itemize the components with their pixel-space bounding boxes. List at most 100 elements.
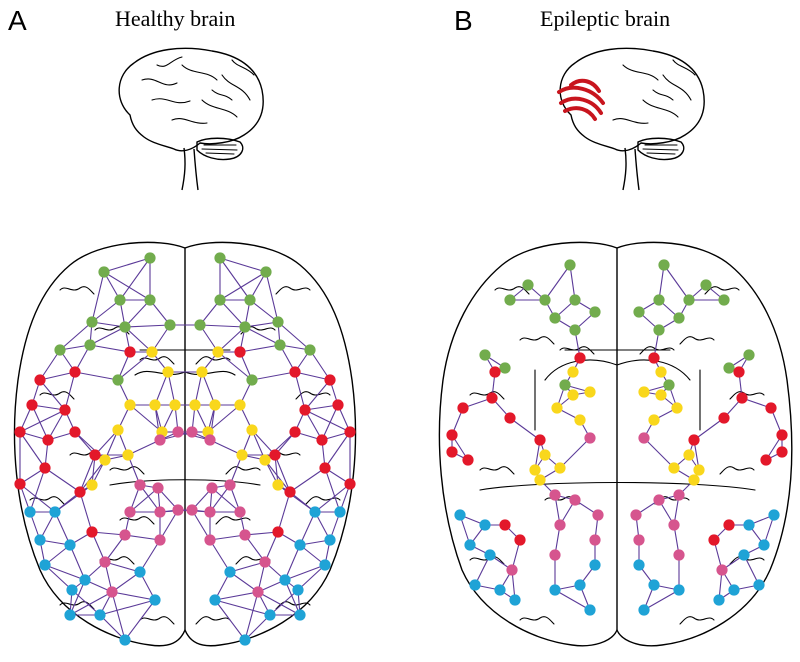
epileptic-node bbox=[514, 534, 526, 546]
healthy-edge bbox=[124, 534, 161, 541]
healthy-node bbox=[279, 574, 291, 586]
healthy-edge bbox=[124, 326, 153, 353]
healthy-node bbox=[154, 434, 166, 446]
healthy-edge bbox=[249, 299, 279, 323]
healthy-edge bbox=[103, 271, 151, 301]
healthy-sulcus bbox=[59, 601, 95, 610]
healthy-node bbox=[272, 479, 284, 491]
healthy-edge bbox=[251, 371, 296, 381]
healthy-edge bbox=[304, 409, 323, 441]
healthy-edge bbox=[124, 299, 151, 328]
healthy-node bbox=[239, 634, 251, 646]
healthy-node bbox=[264, 609, 276, 621]
healthy-edge bbox=[217, 351, 253, 381]
healthy-edge bbox=[19, 483, 56, 513]
epileptic-node bbox=[668, 519, 680, 531]
epileptic-edge bbox=[643, 437, 675, 469]
healthy-node bbox=[209, 594, 221, 606]
epileptic-node bbox=[673, 489, 685, 501]
healthy-node bbox=[124, 399, 136, 411]
healthy-sulcus bbox=[275, 601, 311, 610]
panel-a-title: Healthy brain bbox=[115, 6, 235, 31]
healthy-edge bbox=[304, 409, 351, 433]
healthy-edge bbox=[299, 511, 316, 546]
healthy-edge bbox=[129, 404, 163, 433]
healthy-edge bbox=[89, 344, 131, 353]
healthy-edge bbox=[229, 571, 259, 593]
healthy-edge bbox=[219, 257, 251, 301]
healthy-node bbox=[99, 556, 111, 568]
epileptic-node bbox=[683, 294, 695, 306]
healthy-edge bbox=[304, 379, 331, 411]
healthy-sulcus bbox=[195, 616, 231, 625]
healthy-edge bbox=[139, 484, 161, 513]
network-nodes bbox=[14, 252, 788, 646]
epileptic-sulcus bbox=[679, 336, 715, 345]
epileptic-node bbox=[760, 454, 772, 466]
epileptic-edge bbox=[643, 589, 680, 611]
healthy-node bbox=[154, 506, 166, 518]
panel-b-title: Epileptic brain bbox=[540, 6, 670, 31]
healthy-edge bbox=[191, 509, 211, 541]
epileptic-node bbox=[776, 446, 788, 458]
healthy-node bbox=[324, 374, 336, 386]
epileptic-node bbox=[534, 474, 546, 486]
healthy-edge bbox=[324, 431, 351, 469]
epileptic-node bbox=[554, 519, 566, 531]
healthy-node bbox=[86, 316, 98, 328]
healthy-edge bbox=[139, 539, 161, 573]
epileptic-sulcus bbox=[519, 336, 555, 345]
epileptic-node bbox=[708, 534, 720, 546]
healthy-node bbox=[316, 434, 328, 446]
healthy-edge bbox=[194, 371, 203, 406]
healthy-node bbox=[319, 559, 331, 571]
epileptic-sulcus bbox=[479, 466, 515, 475]
healthy-edge bbox=[209, 484, 231, 513]
healthy-node bbox=[214, 294, 226, 306]
healthy-node bbox=[294, 539, 306, 551]
healthy-node bbox=[214, 252, 226, 264]
epileptic-node bbox=[584, 432, 596, 444]
healthy-node bbox=[224, 479, 236, 491]
healthy-edge bbox=[297, 564, 326, 591]
healthy-edge bbox=[59, 321, 93, 351]
healthy-edge bbox=[294, 371, 306, 411]
epileptic-node bbox=[688, 474, 700, 486]
healthy-edge bbox=[314, 483, 351, 513]
epileptic-node bbox=[589, 306, 601, 318]
healthy-node bbox=[84, 339, 96, 351]
healthy-edge bbox=[211, 487, 241, 513]
healthy-sulcus bbox=[225, 466, 261, 475]
network-edges bbox=[19, 257, 783, 641]
epileptic-node bbox=[668, 462, 680, 474]
epileptic-node bbox=[653, 494, 665, 506]
epileptic-node bbox=[776, 429, 788, 441]
epileptic-node bbox=[457, 402, 469, 414]
healthy-edge bbox=[79, 491, 93, 533]
healthy-node bbox=[246, 374, 258, 386]
epileptic-node bbox=[630, 509, 642, 521]
healthy-sulcus bbox=[139, 616, 175, 625]
healthy-node bbox=[172, 426, 184, 438]
seizure-focus-icon bbox=[557, 78, 605, 121]
healthy-node bbox=[74, 486, 86, 498]
healthy-node bbox=[259, 454, 271, 466]
healthy-node bbox=[64, 539, 76, 551]
healthy-edge bbox=[324, 467, 341, 513]
healthy-edge bbox=[89, 326, 126, 346]
healthy-edge bbox=[47, 409, 66, 441]
healthy-node bbox=[344, 426, 356, 438]
healthy-node bbox=[69, 366, 81, 378]
epileptic-node bbox=[559, 379, 571, 391]
healthy-node bbox=[154, 534, 166, 546]
epileptic-node bbox=[589, 534, 601, 546]
epileptic-node bbox=[653, 294, 665, 306]
epileptic-node bbox=[633, 559, 645, 571]
healthy-edge bbox=[284, 579, 301, 616]
healthy-edge bbox=[244, 614, 271, 641]
healthy-node bbox=[39, 462, 51, 474]
healthy-node bbox=[39, 559, 51, 571]
healthy-node bbox=[89, 449, 101, 461]
epileptic-node bbox=[567, 366, 579, 378]
epileptic-node bbox=[479, 349, 491, 361]
